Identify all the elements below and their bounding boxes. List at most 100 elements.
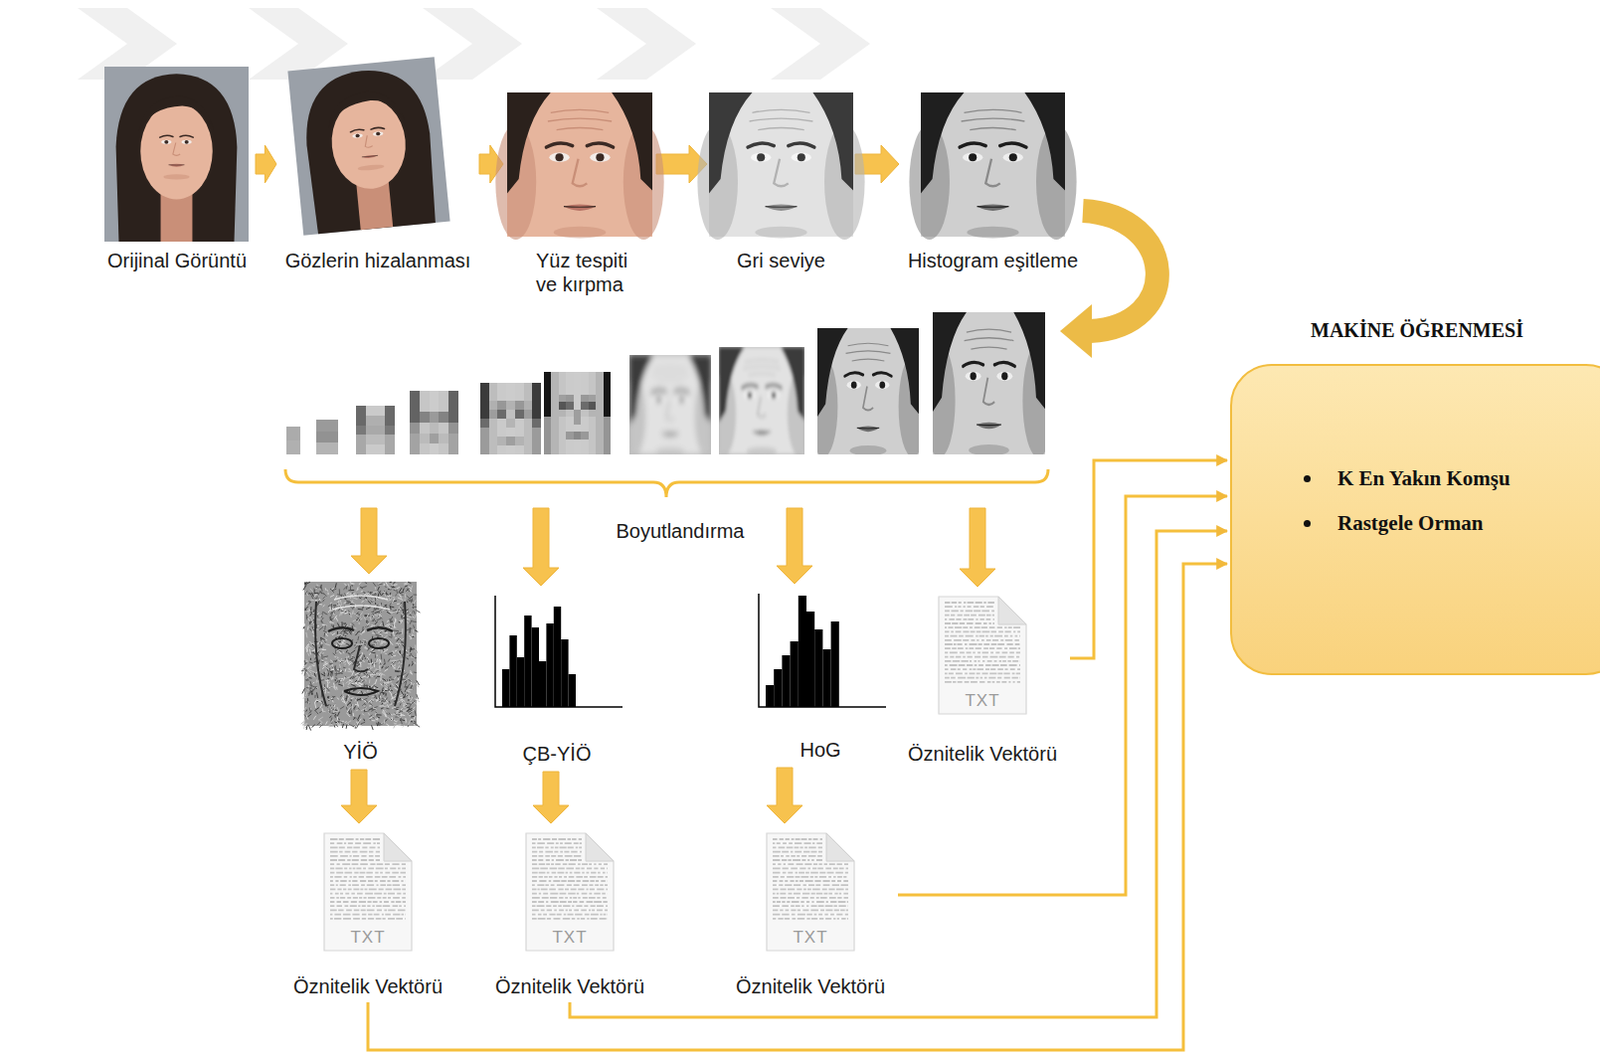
illustration-part: [553, 606, 561, 708]
illustration-part: [328, 627, 393, 632]
illustration-part: [963, 361, 984, 366]
illustration-part: [506, 445, 516, 455]
illustration-part: [489, 436, 499, 446]
illustration-part: [846, 343, 891, 361]
illustration-part: [543, 409, 552, 418]
resized-face: [932, 312, 1046, 455]
illustration-part: [757, 396, 767, 418]
illustration-part: [327, 419, 339, 432]
illustration-part: [771, 392, 777, 399]
illustration-part: [448, 390, 459, 402]
illustration-part: [611, 92, 653, 191]
illustration-part: [524, 445, 534, 455]
illustration-part: [365, 405, 376, 416]
illustration-part: [287, 56, 450, 235]
illustration-part: [327, 442, 339, 455]
step-caption: Yüz tespiti ve kırpma: [535, 248, 636, 297]
illustration-part: [985, 159, 1001, 187]
illustration-part: [375, 405, 386, 416]
illustration-part: [588, 409, 597, 418]
block-arrow-shape: [523, 508, 559, 586]
illustration-part: [565, 416, 574, 425]
illustration-part: [573, 394, 582, 403]
block-arrow-shape: [341, 769, 377, 824]
illustration-part: [550, 401, 559, 410]
illustration-part: [532, 445, 541, 455]
illustration-part: [384, 444, 395, 455]
illustration-part: [603, 439, 611, 448]
step-caption: Orijinal Görüntü: [107, 248, 247, 273]
illustration-part: [480, 436, 490, 446]
file-type-label: TXT: [524, 927, 616, 948]
block-arrow: [255, 145, 277, 183]
illustration-part: [355, 425, 366, 436]
illustration-part: [409, 401, 420, 413]
illustration-part: [1003, 153, 1024, 163]
connector-line: [569, 531, 1228, 1018]
illustration-part: [515, 391, 525, 401]
feature-step: YİÖ: [298, 581, 423, 764]
illustration-part: [964, 329, 1015, 350]
illustration-part: [588, 439, 597, 448]
illustration-part: [595, 409, 604, 418]
illustration-part: [543, 439, 552, 448]
illustration-part: [419, 433, 430, 445]
illustration-part: [524, 400, 534, 410]
illustration-part: [968, 444, 1010, 455]
illustration-part: [355, 405, 366, 416]
illustration-part: [558, 416, 567, 425]
ml-box: MAKİNE ÖĞRENMESİK En Yakın KomşuRastgele…: [1230, 363, 1600, 676]
illustration-part: [355, 434, 366, 445]
illustration-part: [688, 355, 712, 423]
illustration-part: [595, 394, 604, 403]
illustration-part: [565, 439, 574, 448]
illustration-part: [998, 596, 1027, 625]
step-caption: Gözlerin hizalanması: [285, 248, 472, 273]
illustration-part: [560, 639, 568, 708]
section-heading: MAKİNE ÖĞRENMESİ: [1232, 318, 1600, 343]
illustration-part: [316, 419, 328, 432]
watermark-chevron: [770, 7, 871, 80]
illustration-part: [543, 416, 552, 425]
image-step: Histogram eşitleme: [900, 92, 1085, 273]
resized-face: [543, 371, 611, 455]
resized-face: [817, 328, 919, 455]
picture: [304, 581, 417, 726]
illustration-part: [655, 447, 686, 455]
file-type-label: TXT: [764, 927, 857, 948]
illustration-part: [746, 446, 778, 455]
illustration-part: [565, 401, 574, 410]
illustration-part: [1000, 143, 1027, 148]
illustration-part: [812, 92, 854, 191]
illustration-part: [573, 416, 582, 425]
illustration-part: [375, 132, 380, 137]
illustration-part: [595, 416, 604, 425]
illustration-part: [507, 92, 551, 194]
illustration-part: [532, 391, 541, 401]
illustration-part: [448, 422, 459, 434]
illustration-part: [970, 371, 977, 380]
illustration-part: [524, 418, 534, 428]
illustration-part: [357, 164, 385, 173]
step-caption: Histogram eşitleme: [907, 248, 1078, 273]
illustration-part: [365, 434, 376, 445]
illustration-part: [718, 347, 805, 455]
illustration-part: [580, 401, 589, 410]
illustration-part: [554, 153, 563, 162]
illustration-part: [558, 446, 567, 455]
illustration-part: [550, 386, 559, 395]
illustration-part: [489, 427, 499, 437]
illustration-part: [543, 401, 552, 410]
illustration-part: [959, 143, 986, 148]
illustration-part: [497, 409, 507, 419]
illustration-part: [515, 418, 525, 428]
illustration-part: [384, 434, 395, 445]
illustration-part: [603, 401, 611, 410]
illustration-part: [565, 371, 574, 380]
illustration-part: [160, 135, 193, 179]
feature-file: Öznitelik VektörüTXT: [482, 831, 658, 999]
illustration-part: [497, 400, 507, 410]
illustration-part: [429, 411, 440, 423]
illustration-part: [765, 203, 798, 211]
block-arrow: [959, 508, 996, 587]
